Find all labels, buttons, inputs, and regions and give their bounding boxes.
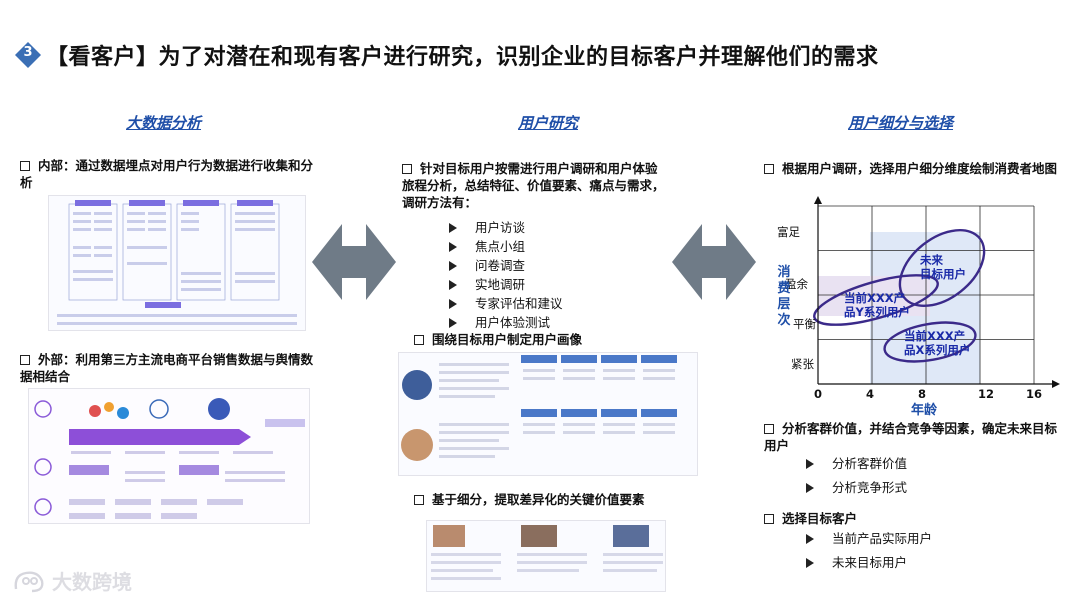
y-axis-label: 消费层次 xyxy=(777,264,790,328)
list-item: 未来目标用户 xyxy=(806,551,932,575)
arrow-bullet-icon xyxy=(449,298,457,309)
checkbox-icon xyxy=(764,424,774,434)
checkbox-icon xyxy=(402,164,412,174)
label-future-line1: 未来 xyxy=(919,253,943,267)
arrow-bullet-icon xyxy=(449,222,457,233)
heading-big-data-analysis: 大数据分析 xyxy=(126,114,202,132)
watermark-logo-icon xyxy=(14,570,44,592)
x-tick-label: 4 xyxy=(866,387,874,401)
list-item: 分析竞争形式 xyxy=(806,476,907,500)
persona-table-diagram xyxy=(401,355,677,461)
data-tracking-diagram xyxy=(57,200,297,325)
watermark: 大数跨境 xyxy=(12,566,132,595)
arrow-bullet-icon xyxy=(449,317,457,328)
arrow-bullet-icon xyxy=(449,279,457,290)
x-tick-label: 0 xyxy=(814,387,822,401)
user-persona-thumbnail xyxy=(398,352,698,476)
x-axis-arrow-icon xyxy=(1052,380,1060,388)
x-tick-label: 12 xyxy=(978,387,994,401)
checkbox-icon xyxy=(764,164,774,174)
ellipse-current-x-users xyxy=(883,321,977,363)
x-tick-label: 16 xyxy=(1026,387,1042,401)
middle-bullet-value-factors: 基于细分，提取差异化的关键价值要素 xyxy=(414,491,694,508)
list-item: 焦点小组 xyxy=(449,237,563,256)
section-number: 3 xyxy=(23,45,33,60)
watermark-text: 大数跨境 xyxy=(52,570,132,594)
ellipse-future-users xyxy=(898,228,986,308)
label-current-y-line1: 当前XXX产 xyxy=(844,291,905,305)
internal-data-thumbnail xyxy=(48,195,306,331)
external-data-thumbnail xyxy=(28,388,310,524)
list-item: 实地调研 xyxy=(449,275,563,294)
left-bullet-external: 外部：利用第三方主流电商平台销售数据与舆情数据相结合 xyxy=(20,352,314,384)
value-factors-diagram xyxy=(431,525,663,580)
right-bullet-select-target: 选择目标客户 xyxy=(764,510,1060,527)
arrow-bullet-icon xyxy=(449,260,457,271)
analysis-list: 分析客群价值 分析竞争形式 xyxy=(806,452,907,500)
middle-bullet-persona: 围绕目标用户制定用户画像 xyxy=(414,331,680,348)
checkbox-icon xyxy=(414,495,424,505)
y-tick-label: 紧张 xyxy=(791,357,814,371)
heading-user-research: 用户研究 xyxy=(518,114,579,132)
middle-bullet-research: 针对目标用户按需进行用户调研和用户体验旅程分析，总结特征、价值要素、痛点与需求，… xyxy=(402,161,665,210)
x-tick-label: 8 xyxy=(918,387,926,401)
label-current-x-line2: 品X系列用户 xyxy=(904,343,970,357)
section-number-badge: 3 xyxy=(14,41,42,69)
ellipse-current-y-users xyxy=(813,274,939,326)
list-item: 问卷调查 xyxy=(449,256,563,275)
right-bullet-consumer-map: 根据用户调研，选择用户细分维度绘制消费者地图 xyxy=(764,160,1060,177)
y-tick-label: 盈余 xyxy=(785,277,808,291)
right-bullet-group-value: 分析客群价值，并结合竞争等因素，确定未来目标用户 xyxy=(764,421,1058,453)
list-item: 专家评估和建议 xyxy=(449,294,563,313)
diamond-icon xyxy=(15,42,41,68)
checkbox-icon xyxy=(414,335,424,345)
label-future-line2: 目标用户 xyxy=(920,267,966,281)
chart-grid xyxy=(818,205,1035,384)
target-selection-list: 当前产品实际用户 未来目标用户 xyxy=(806,527,932,575)
chart-ellipses xyxy=(813,228,986,363)
label-current-y-line2: 品Y系列用户 xyxy=(844,305,910,319)
value-factors-thumbnail xyxy=(426,520,666,592)
arrow-bullet-icon xyxy=(806,534,814,544)
checkbox-icon xyxy=(20,161,30,171)
list-item: 用户访谈 xyxy=(449,218,563,237)
label-current-x-line1: 当前XXX产 xyxy=(904,329,965,343)
list-item: 分析客群价值 xyxy=(806,452,907,476)
checkbox-icon xyxy=(764,514,774,524)
y-tick-label: 富足 xyxy=(777,225,800,239)
list-item: 当前产品实际用户 xyxy=(806,527,932,551)
ecommerce-data-diagram xyxy=(34,398,305,519)
arrow-bullet-icon xyxy=(806,459,814,469)
consumer-map-chart: 未来 目标用户 当前XXX产 品Y系列用户 当前XXX产 品X系列用户 富足 盈… xyxy=(777,196,1060,418)
double-arrow-icon-left xyxy=(312,224,396,300)
arrow-bullet-icon xyxy=(806,558,814,568)
heading-user-segmentation: 用户细分与选择 xyxy=(848,114,954,132)
arrow-bullet-icon xyxy=(449,241,457,252)
research-methods-list: 用户访谈 焦点小组 问卷调查 实地调研 专家评估和建议 用户体验测试 xyxy=(449,218,563,332)
y-tick-label: 平衡 xyxy=(793,317,816,331)
page-title-row: 3 【看客户】为了对潜在和现有客户进行研究，识别企业的目标客户并理解他们的需求 xyxy=(14,38,879,72)
x-axis-label: 年龄 xyxy=(911,402,938,418)
list-item: 用户体验测试 xyxy=(449,313,563,332)
arrow-bullet-icon xyxy=(806,483,814,493)
page-title: 【看客户】为了对潜在和现有客户进行研究，识别企业的目标客户并理解他们的需求 xyxy=(46,45,879,70)
left-bullet-internal: 内部：通过数据埋点对用户行为数据进行收集和分析 xyxy=(20,158,314,190)
double-arrow-icon-right xyxy=(672,224,756,300)
y-axis-arrow-icon xyxy=(814,196,822,204)
checkbox-icon xyxy=(20,355,30,365)
